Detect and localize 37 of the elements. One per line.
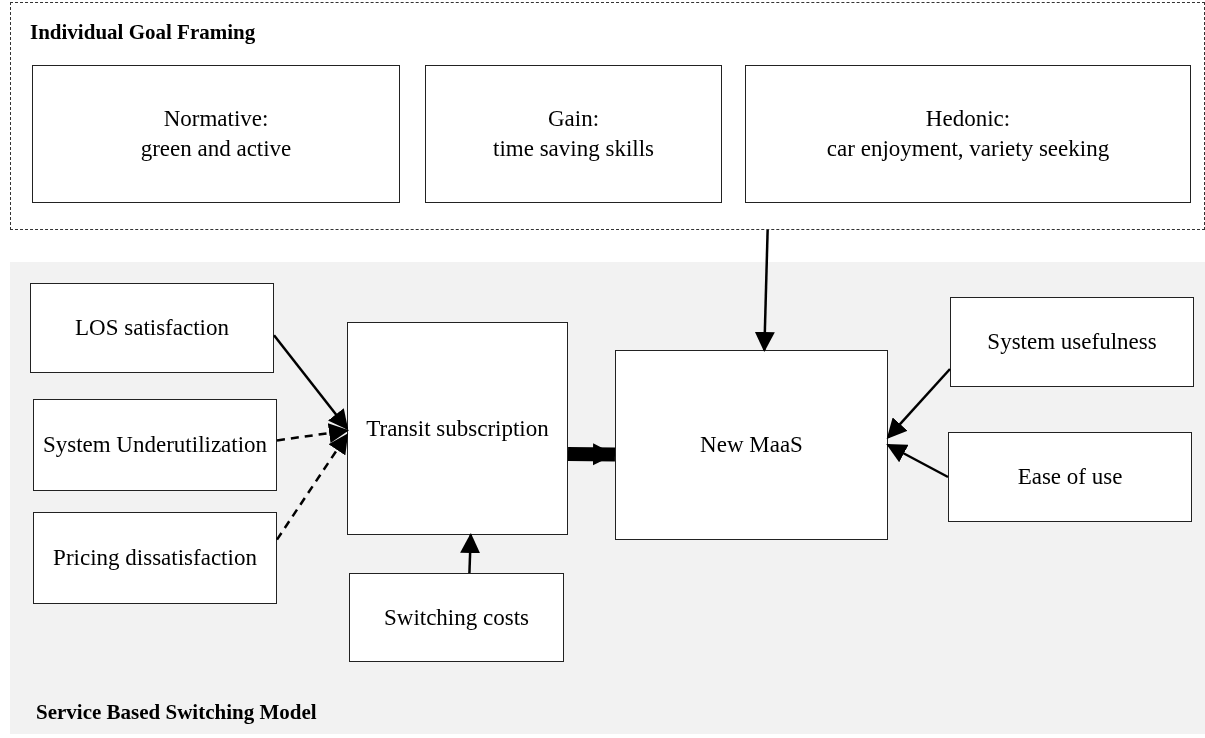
box-text: LOS satisfaction — [75, 314, 229, 342]
arrow — [276, 423, 349, 443]
factor-box — [745, 65, 1191, 203]
dashed-group-box — [10, 2, 1205, 230]
factor-box — [347, 322, 568, 535]
box-text: System usefulness — [987, 328, 1157, 356]
box-text: Switching costs — [384, 603, 529, 632]
box-text: Hedonic: — [925, 105, 1011, 133]
box-text: Transit subscription — [366, 414, 549, 443]
box-text: green and active — [140, 135, 292, 163]
box-text: time saving skills — [493, 135, 654, 163]
factor-box — [615, 350, 888, 540]
arrow — [886, 443, 949, 479]
box-text: car enjoyment, variety seeking — [826, 135, 1110, 163]
arrow — [754, 229, 775, 352]
factor-box — [32, 65, 400, 203]
box-text: Normative: — [163, 105, 269, 133]
box-text: Gain: — [547, 105, 600, 133]
box-text: New MaaS — [700, 431, 803, 459]
arrow — [273, 334, 349, 431]
factor-box — [425, 65, 722, 203]
factor-box — [33, 399, 277, 491]
factor-box — [349, 573, 564, 662]
arrow — [460, 533, 481, 574]
box-text: Pricing dissatisfaction — [53, 544, 257, 572]
box-text: System Underutilization — [42, 431, 268, 459]
factor-box — [948, 432, 1192, 522]
arrow — [886, 368, 951, 439]
group-heading: Individual Goal Framing — [30, 19, 256, 46]
shaded-band — [10, 262, 1205, 734]
band-heading: Service Based Switching Model — [36, 698, 317, 726]
box-text: Ease of use — [1017, 463, 1123, 491]
arrow — [567, 443, 616, 466]
factor-box — [30, 283, 274, 373]
factor-box — [33, 512, 277, 604]
arrow — [275, 433, 349, 541]
factor-box — [950, 297, 1194, 387]
